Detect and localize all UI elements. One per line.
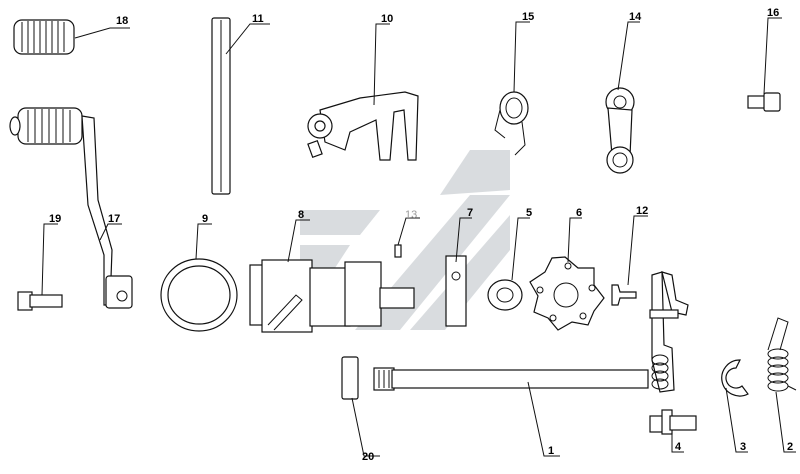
label-18: 18 (116, 15, 128, 27)
part-17-kick-lever (9, 107, 133, 309)
label-10: 10 (381, 13, 393, 25)
label-14: 14 (629, 11, 642, 23)
leader-lines (41, 17, 796, 457)
part-11-rod (211, 17, 231, 195)
part-2-spring (767, 317, 797, 392)
label-7: 7 (467, 207, 473, 219)
part-7-block (445, 255, 467, 327)
label-16: 16 (767, 7, 779, 19)
label-17: 17 (108, 213, 120, 225)
part-13-small-pin (394, 244, 402, 258)
part-16-bolt (747, 92, 781, 112)
label-13: 13 (405, 209, 417, 221)
part-1-shaft (373, 271, 689, 393)
part-3-circlip (721, 359, 749, 397)
label-6: 6 (576, 207, 582, 219)
part-14-lever-link (605, 87, 635, 174)
label-19: 19 (49, 213, 61, 225)
label-4: 4 (675, 441, 682, 453)
part-8-drum (249, 259, 415, 333)
part-9-ring (160, 258, 238, 332)
part-6-star-plate (529, 256, 605, 331)
part-19-long-bolt (17, 291, 63, 311)
part-15-hook-spring (494, 91, 529, 156)
label-8: 8 (298, 209, 304, 221)
label-3: 3 (740, 441, 746, 453)
label-11: 11 (252, 13, 264, 25)
part-18-rubber-grip (13, 19, 75, 55)
part-10-fork (307, 91, 419, 161)
label-2: 2 (787, 441, 793, 453)
label-5: 5 (526, 207, 532, 219)
label-1: 1 (548, 445, 554, 457)
label-9: 9 (202, 213, 208, 225)
part-20-bushing (341, 356, 359, 400)
label-15: 15 (522, 11, 534, 23)
label-12: 12 (636, 205, 648, 217)
part-5-washer (487, 279, 523, 311)
part-4-pin (649, 409, 697, 435)
part-12-screw (611, 284, 637, 306)
label-20: 20 (362, 451, 374, 463)
part-labels: 18 11 10 15 14 16 17 19 9 8 13 7 5 6 12 … (49, 7, 793, 463)
